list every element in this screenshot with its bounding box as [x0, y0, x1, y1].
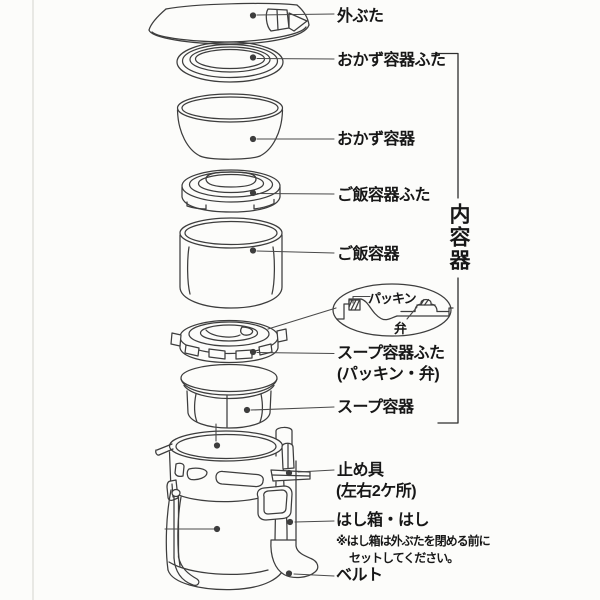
- label-chopsticks: はし箱・はし: [336, 512, 430, 529]
- label-packing: パッキン: [368, 291, 417, 306]
- belt-buckle: [256, 485, 293, 521]
- soup-lid-drawing: [170, 319, 288, 364]
- label-valve: 弁: [394, 321, 407, 336]
- belt-left-strip: [171, 488, 200, 586]
- soup-container-drawing: [180, 363, 278, 429]
- inner-containers-bracket: [431, 52, 459, 424]
- outer-lid-drawing: [148, 2, 310, 45]
- label-inner-containers-group: 内容器: [447, 203, 470, 272]
- label-okazu: おかず容器: [337, 131, 415, 148]
- label-soup-lid-sub: (パッキン・弁): [337, 366, 440, 383]
- label-belt: ベルト: [336, 567, 383, 584]
- label-soup: スープ容器: [337, 399, 414, 416]
- label-okazu-lid: おかず容器ふた: [337, 52, 446, 69]
- label-stopper-sub: (左右2ケ所): [336, 483, 417, 500]
- label-note-line2: セットしてください。: [349, 551, 459, 565]
- gohan-lid-drawing: [181, 169, 281, 213]
- left-hinge-marks: [156, 443, 174, 456]
- leader-lines: [164, 12, 418, 577]
- label-note-line1: ※はし箱は外ぶたを閉める前に: [336, 534, 491, 548]
- main-body-drawing: [155, 426, 319, 591]
- gohan-container-drawing: [179, 217, 283, 309]
- label-gohan: ご飯容器: [337, 246, 400, 263]
- okazu-lid-drawing: [176, 41, 284, 83]
- label-stopper: 止め具: [337, 462, 384, 479]
- okazu-container-drawing: [176, 93, 284, 160]
- label-soup-lid: スープ容器ふた: [337, 345, 445, 362]
- label-gohan-lid: ご飯容器ふた: [337, 187, 431, 204]
- label-outer-lid: 外ぶた: [337, 8, 384, 25]
- right-stopper-latch: [270, 442, 311, 482]
- belt-bottom-paddle: [270, 539, 319, 579]
- page-edge-rule: [32, 0, 34, 600]
- leader-dots: [213, 12, 294, 577]
